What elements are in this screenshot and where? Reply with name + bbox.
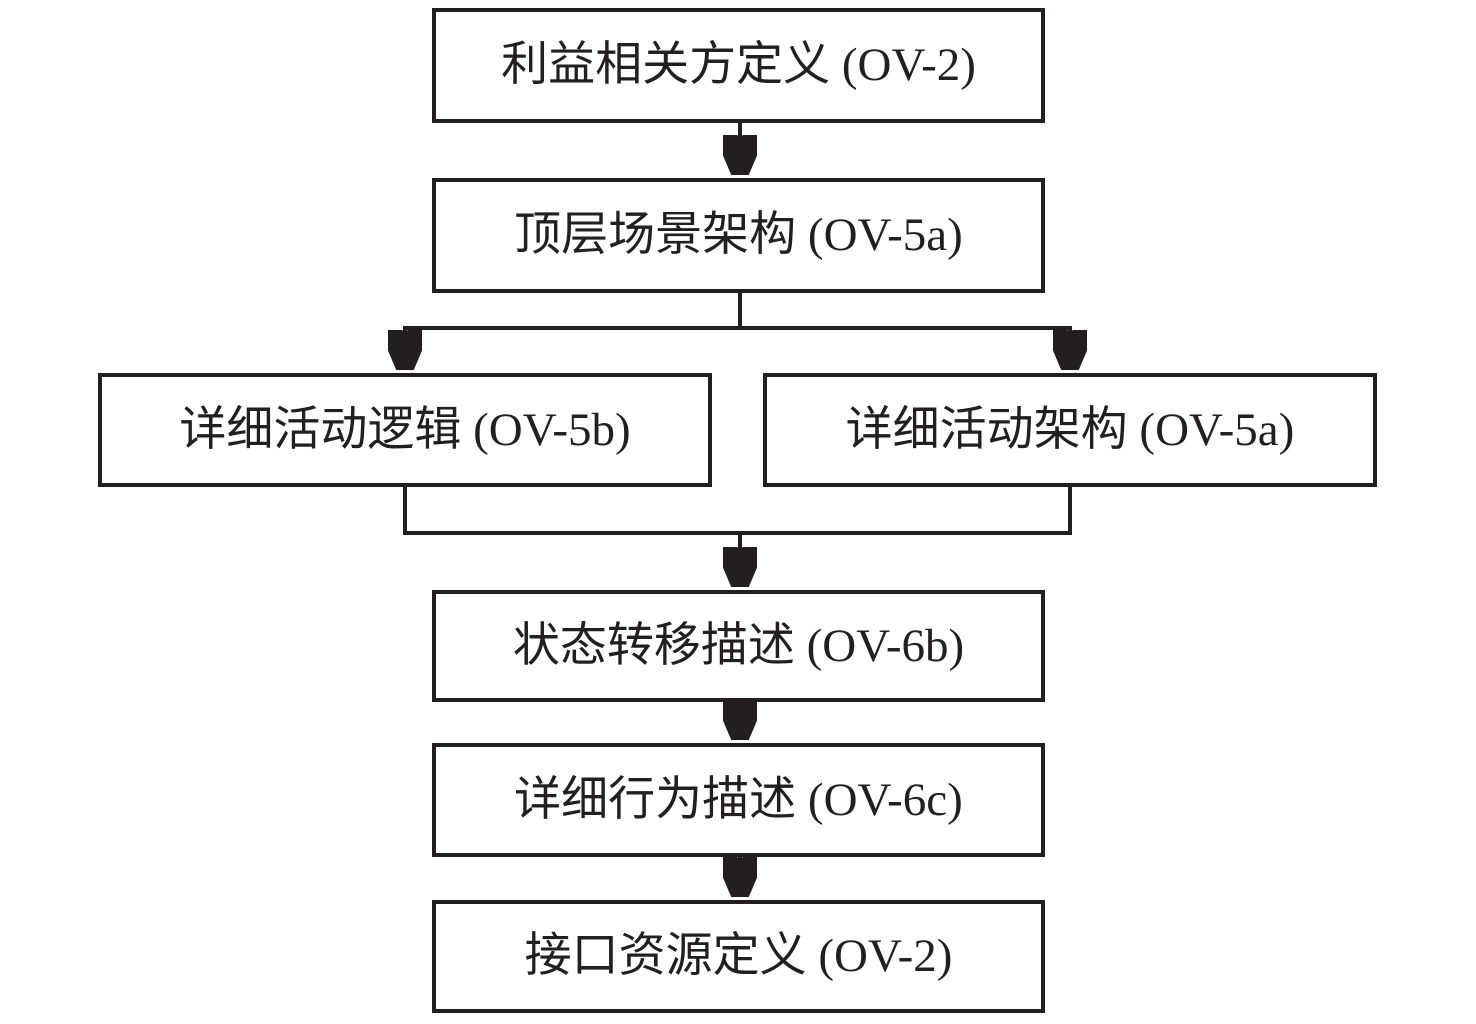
node-detailed-behavior-description-label: 详细行为描述 (OV-6c): [514, 773, 963, 826]
node-stakeholder-definition-label: 利益相关方定义 (OV-2): [501, 39, 976, 91]
node-state-transition-description-label: 状态转移描述 (OV-6b): [512, 619, 965, 672]
node-top-level-scenario-architecture: 顶层场景架构 (OV-5a): [432, 178, 1045, 293]
node-detailed-activity-logic-label: 详细活动逻辑 (OV-5b): [179, 403, 631, 456]
node-interface-resource-definition: 接口资源定义 (OV-2): [432, 900, 1045, 1013]
node-top-level-scenario-architecture-label: 顶层场景架构 (OV-5a): [514, 209, 963, 261]
node-interface-resource-definition-label: 接口资源定义 (OV-2): [524, 930, 953, 982]
node-detailed-activity-architecture-label: 详细活动架构 (OV-5a): [845, 403, 1295, 456]
node-detailed-behavior-description: 详细行为描述 (OV-6c): [432, 743, 1045, 857]
node-state-transition-description: 状态转移描述 (OV-6b): [432, 590, 1045, 702]
edge-split-branches: [405, 326, 1070, 369]
node-detailed-activity-logic: 详细活动逻辑 (OV-5b): [98, 373, 712, 487]
edge-merge-branches: [403, 485, 1072, 535]
node-detailed-activity-architecture: 详细活动架构 (OV-5a): [763, 373, 1377, 487]
node-stakeholder-definition: 利益相关方定义 (OV-2): [432, 8, 1045, 123]
